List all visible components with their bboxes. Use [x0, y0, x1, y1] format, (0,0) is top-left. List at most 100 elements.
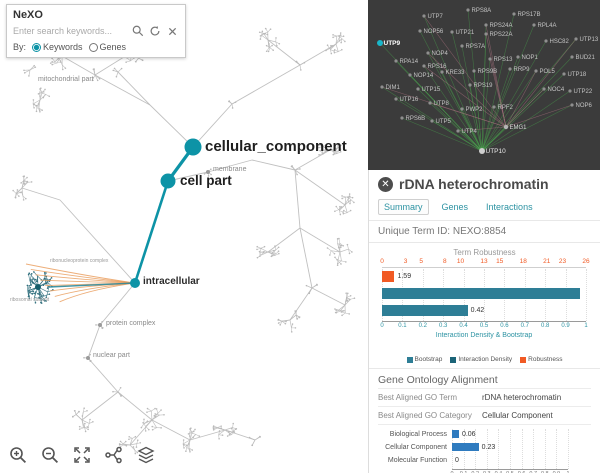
network-node[interactable] — [532, 23, 536, 27]
network-node-label[interactable]: UTP21 — [456, 30, 475, 36]
network-node[interactable] — [394, 59, 398, 63]
network-node[interactable] — [544, 39, 548, 43]
network-node-label[interactable]: UTP18 — [568, 72, 587, 78]
network-node-label[interactable]: RRP9 — [514, 67, 531, 73]
top-axis-tick: 26 — [582, 258, 590, 265]
network-node[interactable] — [542, 87, 546, 91]
network-node[interactable] — [450, 30, 454, 34]
network-node-label[interactable]: DIM1 — [386, 85, 401, 91]
network-node-label[interactable]: BUD21 — [576, 55, 596, 61]
clear-icon[interactable] — [165, 24, 179, 38]
radio-genes[interactable]: Genes — [88, 42, 126, 52]
network-node[interactable] — [568, 89, 572, 93]
network-node-label[interactable]: NOP4 — [432, 51, 449, 57]
layers-button[interactable] — [134, 443, 158, 467]
tab-genes[interactable]: Genes — [441, 202, 469, 212]
network-node-label[interactable]: RPS16 — [428, 64, 448, 70]
network-node[interactable] — [562, 72, 566, 76]
radio-keywords[interactable]: Keywords — [32, 42, 83, 52]
network-node[interactable] — [456, 129, 460, 133]
network-node-label[interactable]: KRE33 — [446, 70, 466, 76]
radio-keywords-input[interactable] — [32, 42, 42, 52]
fit-to-screen-button[interactable] — [70, 443, 94, 467]
network-node[interactable] — [512, 12, 516, 16]
radio-genes-input[interactable] — [88, 42, 98, 52]
search-icon[interactable] — [131, 24, 145, 38]
network-node-label[interactable]: RPS22A — [490, 32, 513, 38]
network-node[interactable] — [460, 107, 464, 111]
network-node[interactable] — [534, 69, 538, 73]
network-node-label[interactable]: UTP22 — [574, 89, 593, 95]
network-node[interactable] — [394, 97, 398, 101]
network-node-label[interactable]: UTP13 — [580, 37, 599, 43]
network-node-label[interactable]: RPS8A — [472, 8, 492, 14]
network-node-label[interactable]: RPS6B — [406, 116, 426, 122]
network-node[interactable] — [408, 73, 412, 77]
network-node-label[interactable]: RPL4A — [538, 23, 557, 29]
network-node[interactable] — [468, 83, 472, 87]
network-node[interactable] — [400, 116, 404, 120]
ontology-tree-canvas[interactable] — [0, 0, 368, 473]
network-node-label[interactable]: POL5 — [540, 69, 556, 75]
tab-summary[interactable]: Summary — [378, 199, 429, 215]
network-node[interactable] — [428, 101, 432, 105]
close-button[interactable]: ✕ — [378, 176, 393, 192]
network-node[interactable] — [503, 124, 509, 130]
search-input[interactable] — [13, 26, 128, 36]
network-node-label[interactable]: UTP15 — [422, 87, 441, 93]
network-node-label[interactable]: UTP7 — [428, 14, 444, 20]
network-node-label[interactable]: NOP6 — [576, 103, 593, 109]
network-node[interactable] — [508, 67, 512, 71]
tab-interactions[interactable]: Interactions — [486, 202, 533, 212]
reset-icon[interactable] — [148, 24, 162, 38]
network-node-label[interactable]: UTP10 — [486, 148, 507, 155]
network-node[interactable] — [418, 29, 422, 33]
zoom-out-button[interactable] — [38, 443, 62, 467]
ontology-tree-panel[interactable]: NeXO By: Keywords — [0, 0, 368, 473]
network-node-label[interactable]: RPA14 — [400, 59, 419, 65]
network-node-label[interactable]: RPS13 — [494, 57, 514, 63]
network-node-label[interactable]: RPS17B — [518, 12, 541, 18]
tree-layout-button[interactable] — [102, 443, 126, 467]
network-node[interactable] — [516, 55, 520, 59]
network-node[interactable] — [570, 103, 574, 107]
network-node[interactable] — [466, 8, 470, 12]
network-node-label[interactable]: UTP16 — [400, 97, 419, 103]
network-node[interactable] — [484, 32, 488, 36]
network-node-label[interactable]: UTP9 — [384, 40, 401, 47]
network-node-label[interactable]: RPS19 — [474, 83, 494, 89]
network-node[interactable] — [484, 23, 488, 27]
network-node-label[interactable]: RPS24A — [490, 23, 513, 29]
network-node-label[interactable]: UTP4 — [462, 129, 478, 135]
network-node[interactable] — [574, 37, 578, 41]
network-node-label[interactable]: UTP8 — [434, 101, 450, 107]
gene-network-canvas[interactable]: UTP7 RPS8A RPS17B RPS24A NOP56 UTP21 RPS22A RPL… — [368, 0, 600, 170]
network-node[interactable] — [479, 148, 485, 154]
network-node-label[interactable]: NOP1 — [522, 55, 539, 61]
network-node[interactable] — [488, 57, 492, 61]
zoom-in-button[interactable] — [6, 443, 30, 467]
network-node-label[interactable]: NOP56 — [424, 29, 444, 35]
gene-network-panel[interactable]: UTP7 RPS8A RPS17B RPS24A NOP56 UTP21 RPS22A RPL… — [368, 0, 600, 170]
network-node[interactable] — [377, 40, 383, 46]
network-node[interactable] — [422, 64, 426, 68]
network-node[interactable] — [426, 51, 430, 55]
network-node[interactable] — [492, 105, 496, 109]
network-node-label[interactable]: RPS9B — [478, 69, 498, 75]
network-node[interactable] — [460, 44, 464, 48]
network-node-label[interactable]: RPF2 — [498, 105, 514, 111]
network-node[interactable] — [416, 87, 420, 91]
network-node[interactable] — [380, 85, 384, 89]
network-node-label[interactable]: NOP14 — [414, 73, 434, 79]
network-node[interactable] — [422, 14, 426, 18]
network-node-label[interactable]: RPS7A — [466, 44, 486, 50]
network-node[interactable] — [472, 69, 476, 73]
network-node-label[interactable]: EMG1 — [510, 125, 528, 131]
network-node[interactable] — [570, 55, 574, 59]
network-node-label[interactable]: HSC82 — [550, 39, 570, 45]
network-node-label[interactable]: NOC4 — [548, 87, 565, 93]
network-node-label[interactable]: UTP5 — [436, 119, 452, 125]
network-node[interactable] — [430, 119, 434, 123]
network-node[interactable] — [440, 70, 444, 74]
network-node-label[interactable]: PWP2 — [466, 107, 484, 113]
